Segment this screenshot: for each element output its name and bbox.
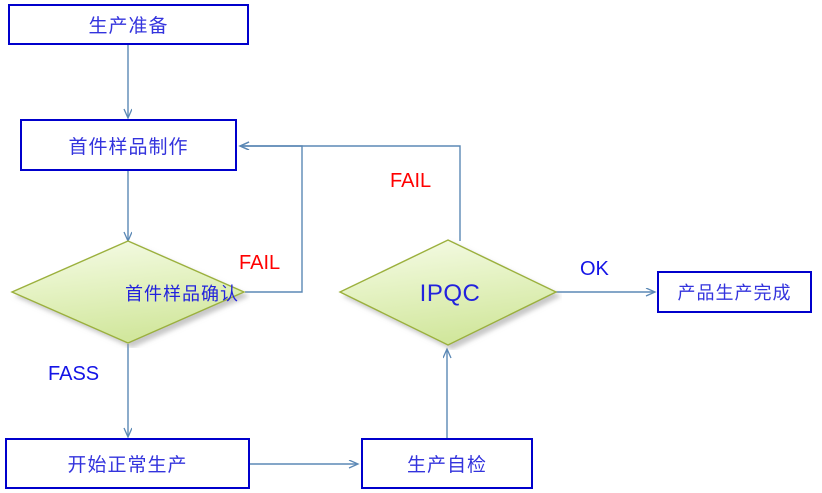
- edge-label-ok-ipqc: OK: [580, 258, 609, 280]
- node-production-self-inspection[interactable]: 生产自检: [361, 438, 533, 489]
- edge-ipqc-fail-to-sample: [241, 146, 461, 241]
- node-label: 首件样品制作: [68, 136, 189, 158]
- node-production-complete[interactable]: 产品生产完成: [657, 271, 812, 313]
- node-label: 开始正常生产: [67, 455, 188, 476]
- node-label: 产品生产完成: [677, 283, 792, 303]
- edge-label-fass-confirm: FASS: [48, 363, 100, 385]
- node-ipqc[interactable]: IPQC: [338, 238, 562, 350]
- node-first-article-confirmation[interactable]: 首件样品确认: [10, 240, 250, 348]
- node-first-article-sample-making[interactable]: 首件样品制作: [20, 119, 237, 171]
- node-production-preparation[interactable]: 生产准备: [8, 4, 249, 45]
- node-label: 生产自检: [406, 455, 487, 476]
- node-label: 生产准备: [88, 16, 169, 37]
- edge-label-fail-ipqc: FAIL: [390, 170, 432, 192]
- edge-label-fail-confirm: FAIL: [239, 252, 281, 274]
- node-start-normal-production[interactable]: 开始正常生产: [5, 438, 250, 489]
